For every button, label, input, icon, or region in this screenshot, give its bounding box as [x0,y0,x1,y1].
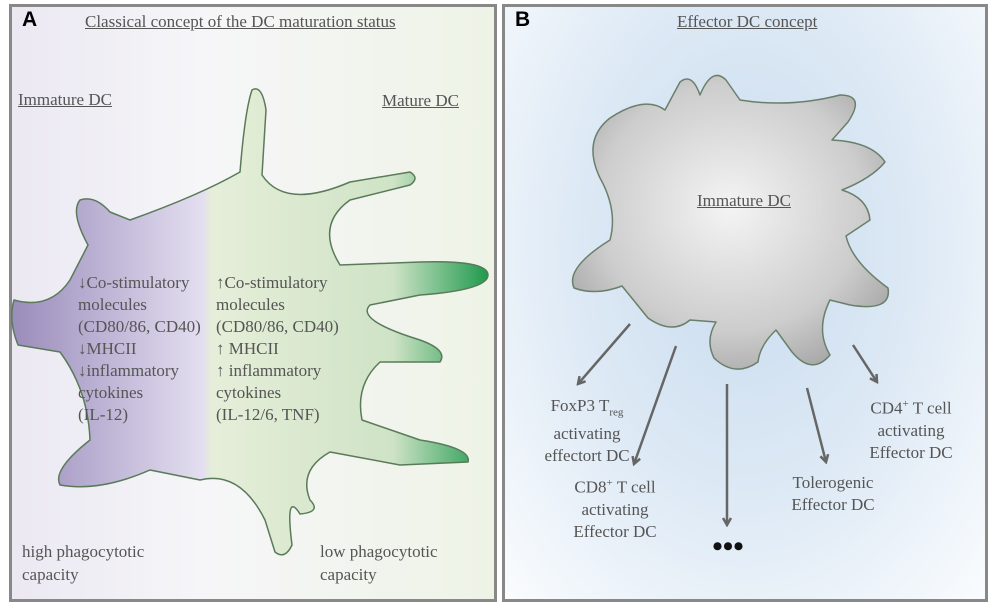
outcome-cd4: CD4+ T cell activating Effector DC [869,393,952,464]
panel-a-title: Classical concept of the DC maturation s… [85,12,396,31]
mature-phagocytosis: low phagocytotic capacity [320,540,438,586]
outcome-treg: FoxP3 Treg activating effectort DC [544,395,629,467]
feature-line: molecules [216,295,285,314]
outcome-line: Effector DC [869,442,953,462]
outcome-line: Tolerogenic [792,473,874,492]
more-outcomes-ellipsis: ••• [712,530,744,563]
cd4-superscript: + [902,398,909,410]
immature-dc-cell-label: Immature DC [697,191,791,210]
treg-subscript: reg [609,406,624,419]
feature-line: molecules [78,295,147,314]
mature-dc-label: Mature DC [382,91,459,110]
phagocytosis-line: capacity [320,565,377,584]
dendritic-cell-maturation [11,88,489,556]
immature-phagocytosis: high phagocytotic capacity [22,540,144,586]
immature-dendritic-cell [571,74,890,370]
feature-line: cytokines [216,383,282,402]
outcome-line: Effector DC [791,495,875,514]
immature-features: ↓Co-stimulatory molecules (CD80/86, CD40… [78,272,201,426]
cd8-name: CD8 [574,477,607,497]
phagocytosis-line: high phagocytotic [22,542,145,561]
phagocytosis-line: low phagocytotic [320,542,438,561]
feature-line: cytokines [78,383,144,402]
panel-b-title: Effector DC concept [677,12,818,31]
feature-line: ↓Co-stimulatory [78,273,190,292]
feature-line: ↑ MHCII [216,339,279,358]
outcome-line: Effector DC [573,521,657,541]
arrow-tolerogenic [805,387,826,462]
immature-dc-label: Immature DC [18,90,112,109]
cd8-rest: T cell [612,477,656,497]
arrow-cd8 [634,345,678,464]
arrow-treg [578,323,631,384]
feature-line: (IL-12) [78,405,129,424]
mature-features: ↑Co-stimulatory molecules (CD80/86, CD40… [216,272,339,426]
treg-name: FoxP3 T [550,396,610,415]
outcome-line: activating [877,420,945,440]
panel-a-letter: A [22,8,38,31]
outcome-line: activating [581,499,649,519]
cd4-rest: T cell [908,398,952,418]
arrow-cd4 [851,344,877,382]
feature-line: ↓inflammatory [78,361,180,380]
cd4-name: CD4 [870,398,903,418]
cd8-superscript: + [606,477,613,489]
panel-b-letter: B [515,8,531,31]
outcome-tolerogenic: Tolerogenic Effector DC [791,472,874,516]
feature-line: (CD80/86, CD40) [78,317,201,336]
feature-line: ↑Co-stimulatory [216,273,328,292]
feature-line: ↓MHCII [78,339,137,358]
phagocytosis-line: capacity [22,565,79,584]
outcome-line: activating [553,424,621,444]
feature-line: (CD80/86, CD40) [216,317,339,336]
outcome-line: effectort DC [544,446,630,466]
feature-line: ↑ inflammatory [216,361,322,380]
outcome-cd8: CD8+ T cell activating Effector DC [573,472,656,543]
feature-line: (IL-12/6, TNF) [216,405,320,424]
